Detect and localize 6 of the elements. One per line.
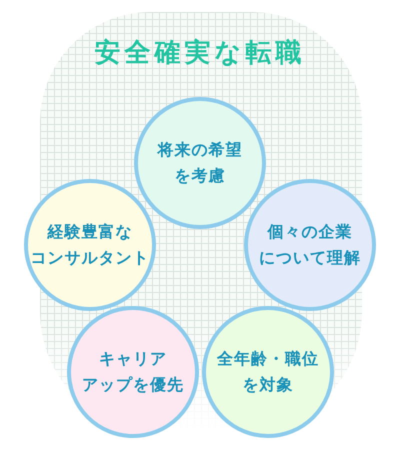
node-text: 経験豊富なコンサルタント: [30, 221, 150, 269]
title: 安全確実な転職: [94, 37, 306, 70]
node-text: 全年齢・職位を対象: [217, 348, 319, 396]
node-text: 将来の希望を考慮: [158, 139, 242, 187]
node-text: キャリアアップを優先: [82, 348, 184, 396]
node-text: 個々の企業について理解: [259, 221, 361, 269]
